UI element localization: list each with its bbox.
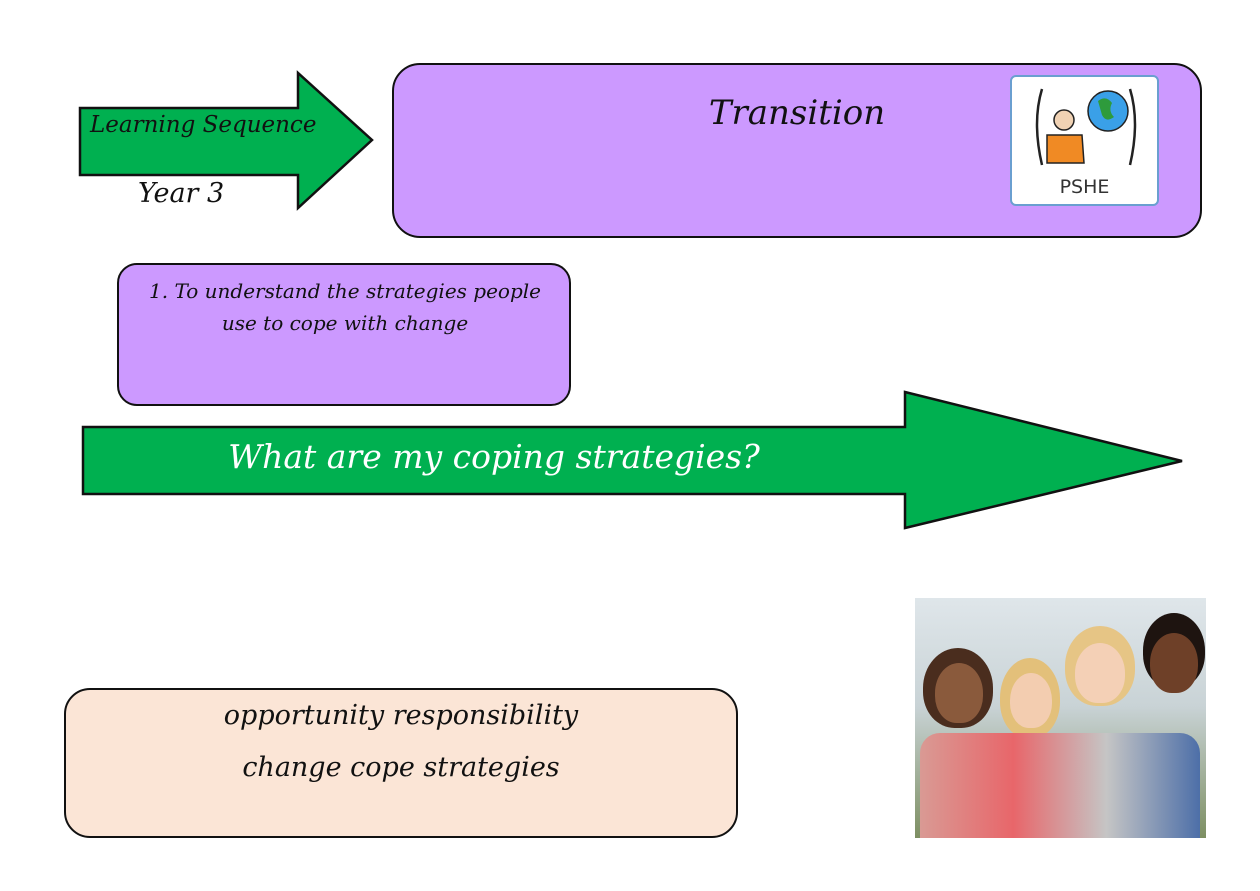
- question-arrow: [81, 390, 1183, 530]
- vocabulary-line-1: opportunity responsibility: [223, 700, 579, 731]
- page-title: Transition: [708, 93, 886, 133]
- objective-box: 1. To understand the strategies people u…: [117, 263, 571, 406]
- pshe-badge: PSHE: [1010, 75, 1159, 206]
- year-label: Year 3: [138, 178, 225, 209]
- objective-text: 1. To understand the strategies people u…: [149, 279, 541, 335]
- children-photo: [915, 598, 1206, 838]
- pshe-label: PSHE: [1059, 176, 1110, 198]
- question-text: What are my coping strategies?: [228, 437, 760, 476]
- vocabulary-line-2: change cope strategies: [242, 752, 560, 783]
- vocabulary-box: opportunity responsibility change cope s…: [64, 688, 738, 838]
- pshe-person-globe-icon: [1035, 88, 1137, 166]
- sequence-label: Learning Sequence: [90, 112, 317, 138]
